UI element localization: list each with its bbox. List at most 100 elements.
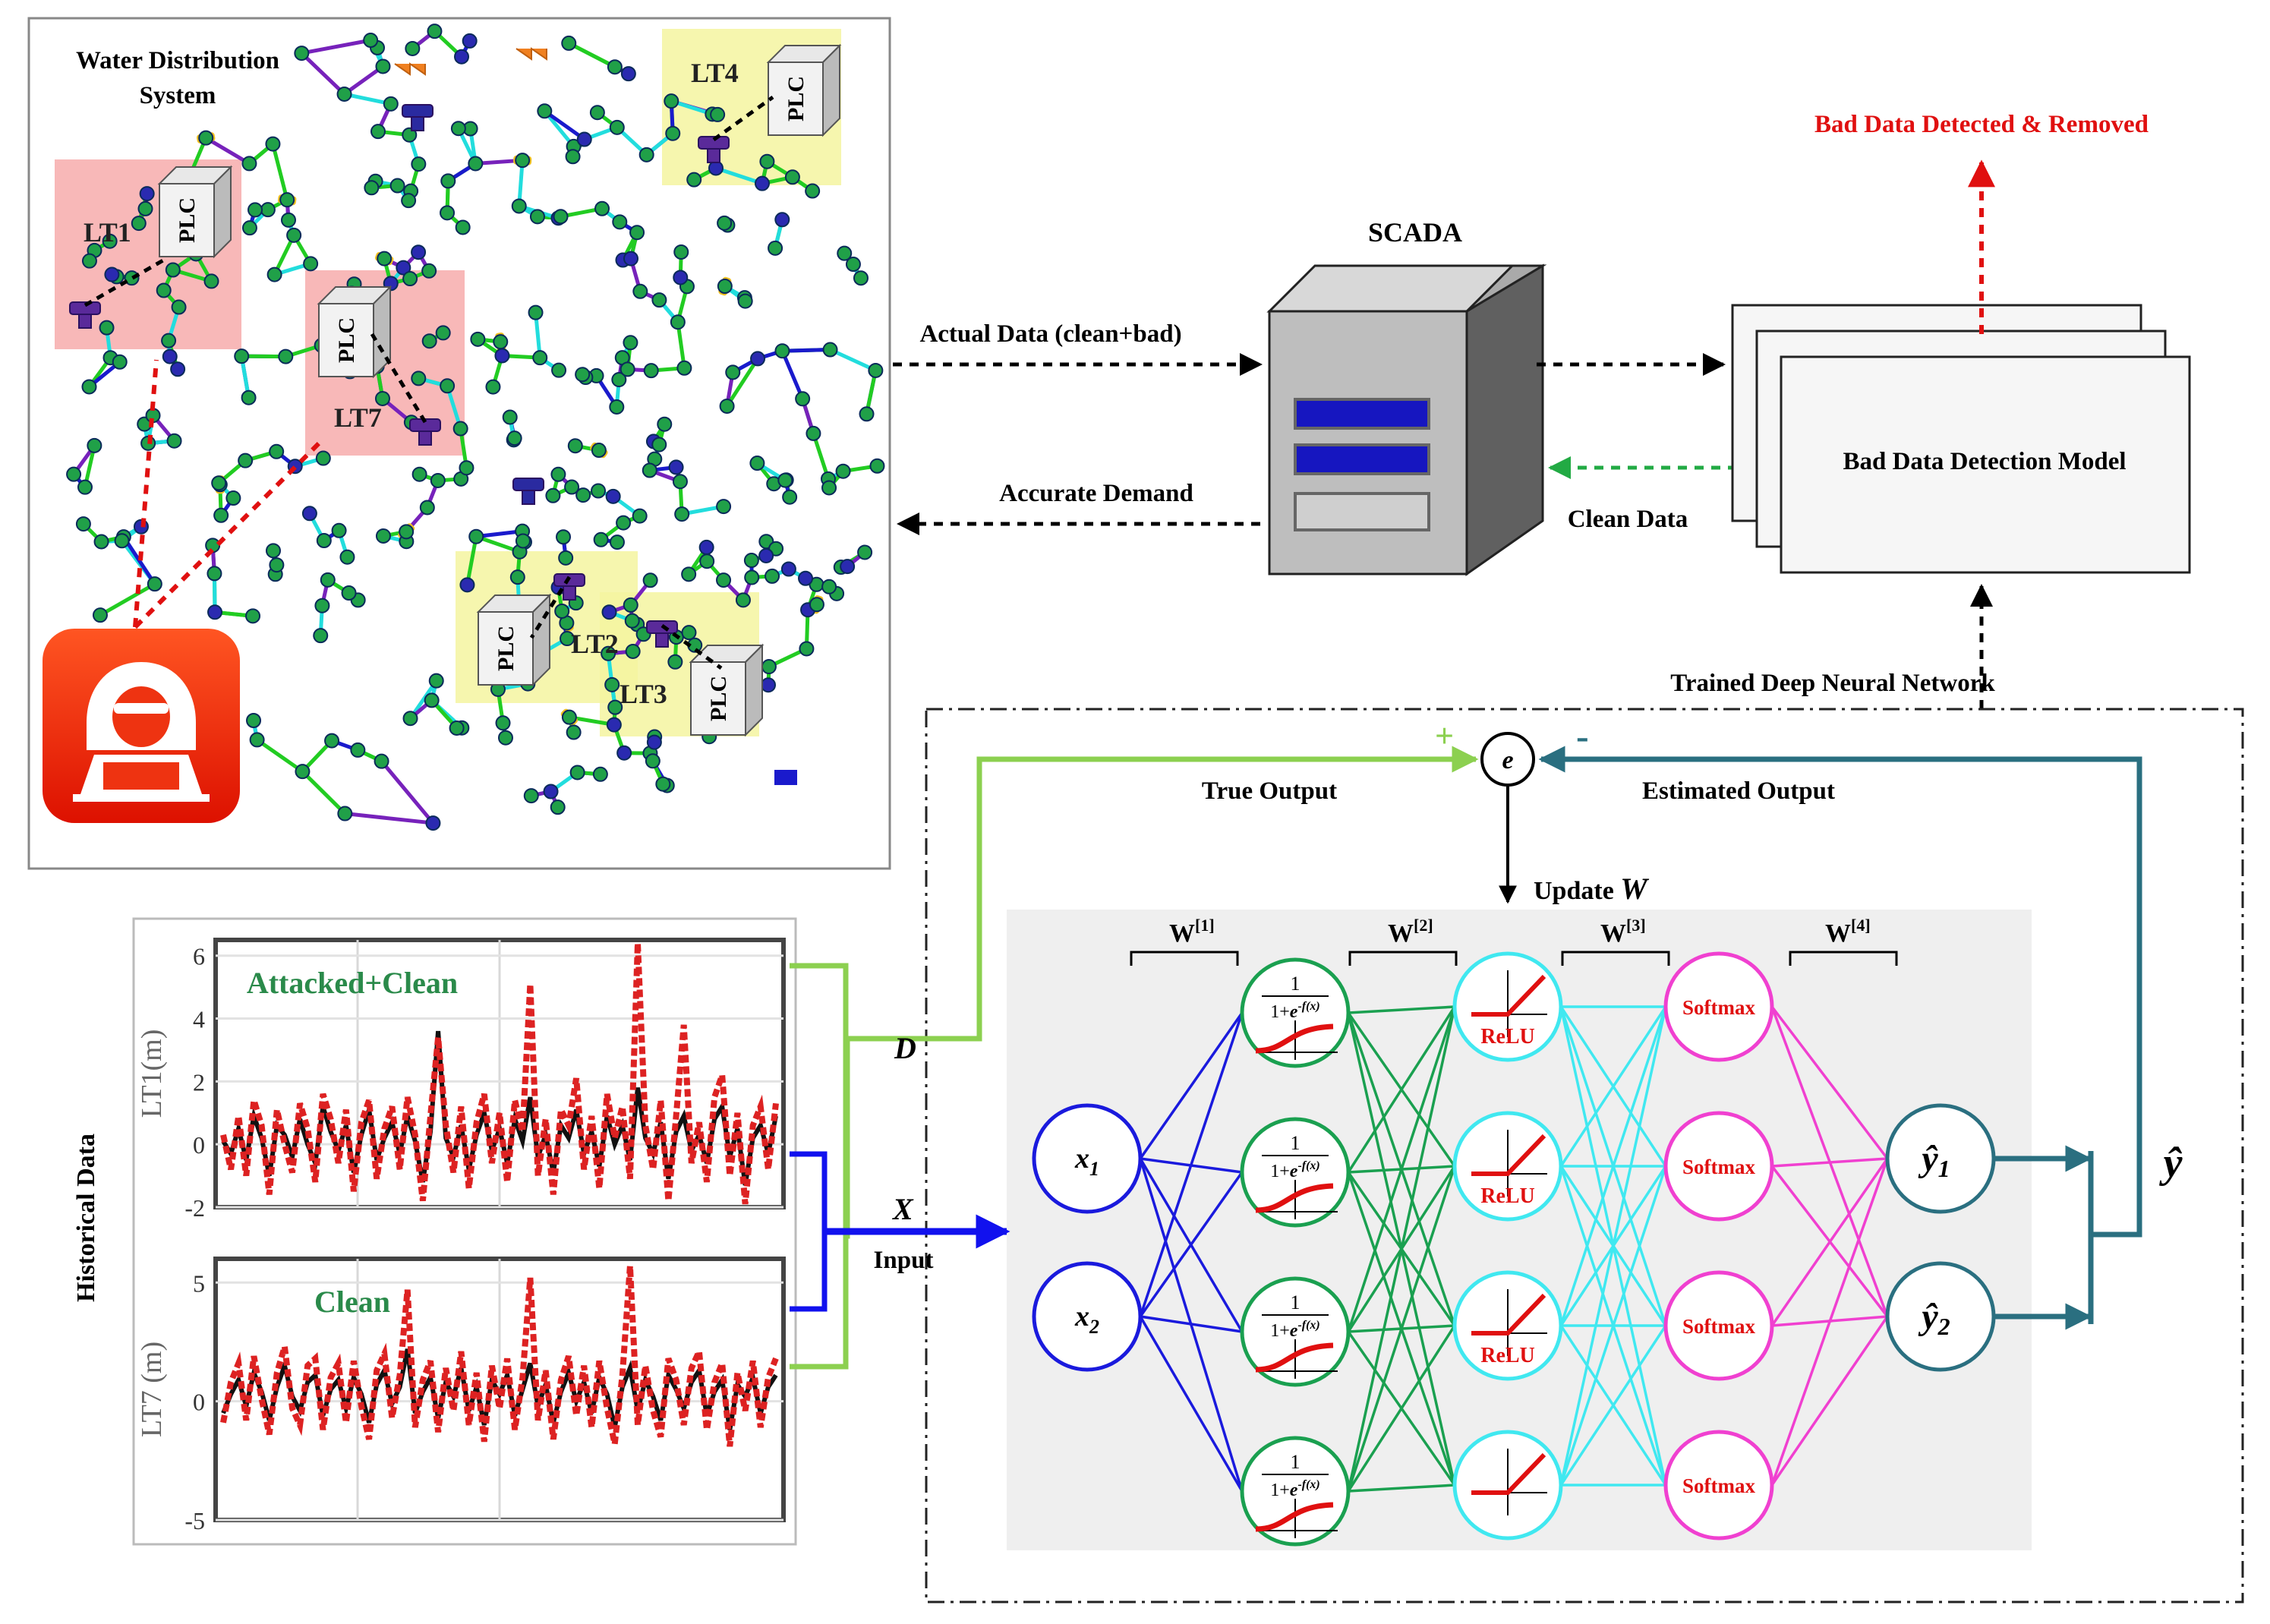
- chart-title: Attacked+Clean: [247, 966, 458, 1000]
- junction: [459, 461, 473, 475]
- junction: [132, 216, 146, 230]
- junction: [340, 550, 354, 564]
- model-label: Bad Data Detection Model: [1843, 448, 2126, 475]
- junction: [775, 344, 789, 358]
- actual-data-label: Actual Data (clean+bad): [919, 320, 1181, 348]
- wds-title-line1: Water Distribution: [76, 47, 279, 74]
- tank-label-lt2: LT2: [571, 629, 619, 659]
- junction: [411, 157, 425, 171]
- junction: [376, 59, 389, 73]
- junction: [452, 121, 465, 135]
- junction: [199, 131, 213, 145]
- junction: [646, 754, 660, 768]
- junction: [720, 399, 734, 413]
- junction: [93, 608, 107, 622]
- junction: [456, 220, 470, 234]
- junction: [377, 252, 391, 266]
- junction: [78, 481, 92, 494]
- junction: [508, 431, 522, 445]
- junction: [682, 567, 695, 581]
- junction: [251, 733, 264, 746]
- wds-panel: Water Distribution System LT1 LT7 LT4 LT…: [29, 18, 890, 869]
- junction: [235, 349, 248, 363]
- junction: [486, 380, 500, 394]
- junction: [575, 367, 589, 381]
- junction: [546, 489, 560, 503]
- junction: [100, 321, 114, 335]
- junction: [623, 336, 637, 349]
- plc-label: PLC: [334, 317, 359, 363]
- junction: [499, 731, 512, 745]
- junction: [168, 434, 181, 448]
- input-label: Input: [874, 1247, 934, 1274]
- scada-label: SCADA: [1368, 217, 1462, 248]
- junction: [295, 46, 308, 60]
- junction: [565, 481, 579, 494]
- junction: [423, 334, 437, 348]
- junction: [204, 274, 218, 288]
- junction: [567, 726, 581, 739]
- svg-text:Softmax: Softmax: [1682, 1156, 1755, 1178]
- junction: [621, 362, 635, 376]
- junction: [610, 535, 624, 549]
- error-symbol: e: [1502, 746, 1513, 774]
- d-label: D: [894, 1031, 916, 1065]
- relu-node: ReLU: [1455, 1272, 1561, 1379]
- junction: [630, 225, 644, 239]
- junction: [497, 716, 510, 730]
- junction: [605, 678, 619, 692]
- trained-dnn-label: Trained Deep Neural Network: [1670, 670, 1995, 697]
- junction: [162, 334, 175, 348]
- y-tick-label: -5: [184, 1507, 205, 1534]
- junction: [745, 553, 758, 567]
- junction: [656, 777, 670, 791]
- softmax-node: Softmax: [1666, 954, 1772, 1060]
- junction: [711, 108, 724, 121]
- plc-box-lt7: PLC: [319, 287, 390, 377]
- history-side-label: Historical Data: [72, 1134, 100, 1302]
- junction: [668, 655, 682, 669]
- junction: [759, 549, 773, 563]
- true-output-label: True Output: [1202, 777, 1337, 805]
- junction: [563, 711, 576, 724]
- junction: [799, 642, 813, 655]
- junction: [847, 257, 860, 271]
- junction: [172, 301, 186, 314]
- junction: [516, 534, 530, 547]
- junction: [633, 509, 647, 523]
- junction: [413, 468, 427, 481]
- junction: [610, 121, 624, 134]
- junction: [610, 400, 623, 414]
- junction: [421, 500, 434, 514]
- junction: [775, 213, 789, 226]
- junction: [139, 202, 153, 216]
- y-axis-label: LT1(m): [136, 1030, 168, 1118]
- junction: [208, 605, 222, 619]
- svg-text:1: 1: [1291, 1291, 1301, 1313]
- junction: [399, 525, 413, 538]
- junction: [166, 263, 180, 276]
- svg-text:Softmax: Softmax: [1682, 1474, 1755, 1497]
- chart-title: Clean: [314, 1285, 390, 1319]
- junction: [226, 491, 240, 505]
- junction: [552, 364, 566, 377]
- estimated-output-label: Estimated Output: [1642, 777, 1835, 805]
- junction: [624, 252, 638, 266]
- junction: [786, 170, 799, 184]
- junction: [471, 333, 484, 346]
- junction: [105, 268, 118, 282]
- junction: [113, 355, 127, 369]
- softmax-node: Softmax: [1666, 1113, 1772, 1219]
- junction: [450, 721, 464, 735]
- junction: [745, 571, 758, 585]
- y-tick-label: 0: [193, 1131, 205, 1159]
- plc-label: PLC: [493, 626, 519, 671]
- junction: [317, 534, 331, 547]
- junction: [671, 315, 685, 329]
- junction: [469, 530, 483, 544]
- junction: [533, 351, 547, 364]
- junction: [303, 506, 317, 520]
- detection-model-stack: [1732, 305, 2190, 572]
